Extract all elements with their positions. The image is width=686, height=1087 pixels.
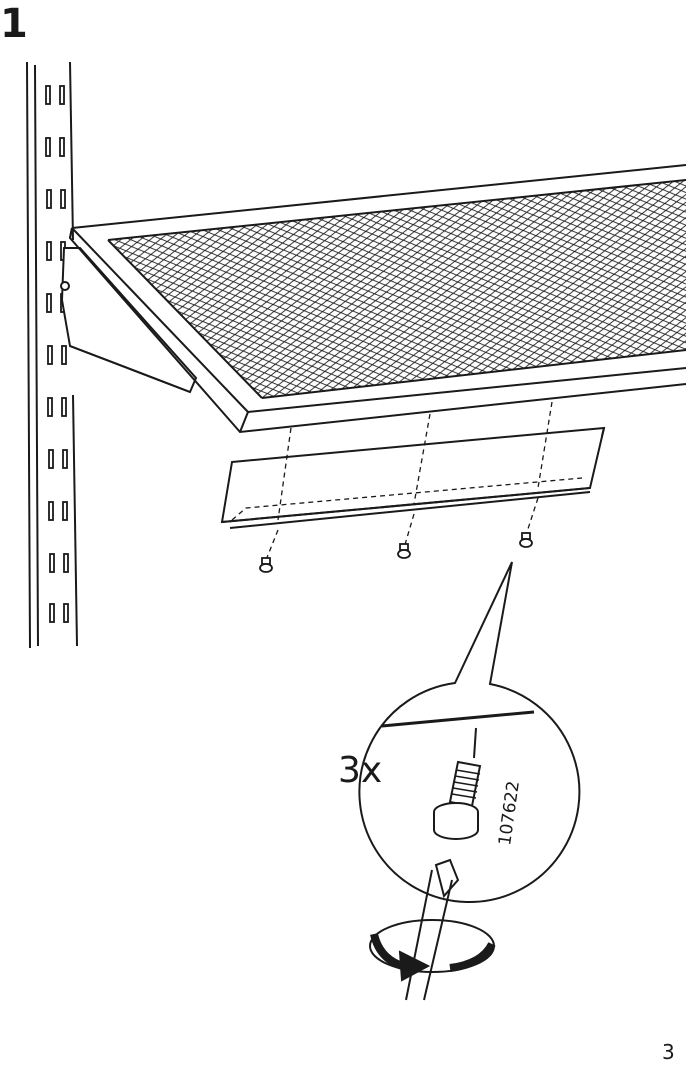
rotation-arrow-icon (370, 920, 494, 980)
callout-bubble (359, 562, 579, 902)
page-number: 3 (662, 1040, 675, 1064)
screw-icon (260, 533, 532, 572)
wall-upright-icon (27, 62, 77, 648)
shelf-front-strip-icon (222, 428, 604, 528)
wire-mesh-shelf-icon (70, 165, 686, 432)
quantity-label: 3x (338, 750, 382, 791)
